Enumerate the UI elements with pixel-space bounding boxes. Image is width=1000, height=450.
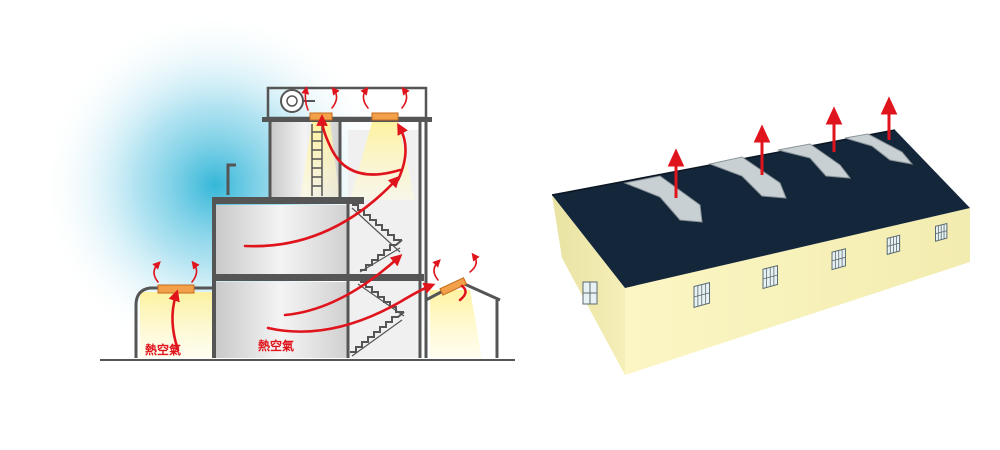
slab-level-2 <box>214 197 364 204</box>
rooftop-fan <box>280 89 304 113</box>
front-windows <box>693 222 948 309</box>
airflow-arrow-bottom-to-stair <box>283 254 403 317</box>
floor-middle-left <box>214 205 348 275</box>
exhaust-arrow-top-3 <box>360 86 369 109</box>
top-vent-1 <box>309 112 333 121</box>
exhaust-arrow-top-1 <box>301 86 310 111</box>
left-vent <box>157 284 195 294</box>
hot-air-label-left: 熱空氣 <box>145 342 181 357</box>
airflow-arrow-middle-floor <box>243 175 401 248</box>
roof-vent-2 <box>708 156 787 199</box>
warehouse-front-wall <box>625 208 970 375</box>
roof-vent-4 <box>844 133 914 165</box>
staircase <box>350 204 405 357</box>
exhaust-arrow-top-2 <box>331 86 340 109</box>
upper-left-wall <box>226 163 236 195</box>
top-light-beam-1 <box>300 122 340 200</box>
airflow-arrow-right-annex <box>458 284 467 302</box>
building-section-diagram: 熱空氣 熱空氣 <box>0 0 515 380</box>
slab-level-1 <box>214 274 424 281</box>
airflow-arrow-stair-to-top-vent <box>316 114 402 176</box>
window-transom <box>831 256 846 262</box>
exhaust-arrow-left-2 <box>191 260 200 283</box>
airflow-arrow-left-annex <box>168 289 180 352</box>
roof-vent-3 <box>777 143 852 179</box>
window-transom <box>693 292 710 298</box>
warehouse-3d-diagram <box>551 96 970 375</box>
right-vent <box>439 277 468 296</box>
hot-air-label-center: 熱空氣 <box>258 338 294 353</box>
floor-bottom-left <box>214 282 348 358</box>
roof-vents <box>623 133 914 223</box>
roof-exhaust-arrows <box>667 96 898 198</box>
roof-slab <box>262 117 432 122</box>
exhaust-arrow-left-1 <box>152 261 161 283</box>
roof-vent-1 <box>623 175 703 223</box>
left-annex-roof <box>134 286 212 358</box>
window-transom <box>887 242 900 247</box>
exhaust-arrow-right-2 <box>469 252 480 273</box>
airflow-arrow-stair-to-vent <box>396 122 408 182</box>
airflow-arrows <box>152 86 480 352</box>
gable-window <box>582 281 598 305</box>
right-annex-light-area <box>430 290 482 358</box>
airflow-arrow-bottom-floor <box>266 282 436 333</box>
exhaust-arrow-right-1 <box>432 259 441 281</box>
exhaust-arrow-top-4 <box>401 86 410 109</box>
warehouse-roof <box>552 130 970 288</box>
top-vent-2 <box>371 112 399 121</box>
window-transom <box>762 274 778 280</box>
window-transom <box>935 230 947 235</box>
right-annex <box>425 277 501 358</box>
ladder <box>311 124 323 196</box>
